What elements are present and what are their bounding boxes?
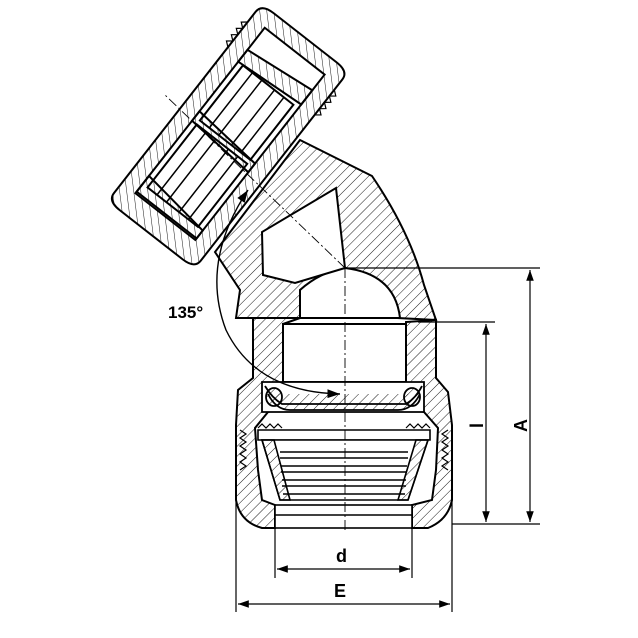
lower-right-wall (405, 318, 453, 529)
bore (282, 323, 407, 383)
collet-lower (257, 429, 431, 529)
dimension-a-label: A (511, 419, 531, 432)
dimension-l-label: l (467, 423, 487, 428)
dimension-e-label: E (334, 581, 346, 601)
angle-label: 135° (168, 303, 203, 322)
angle-indicator (216, 189, 341, 399)
dimension-lines (235, 267, 540, 612)
o-ring-seat (261, 381, 425, 413)
thread-teeth-lower (238, 423, 450, 471)
dimension-d-label: d (336, 546, 347, 566)
